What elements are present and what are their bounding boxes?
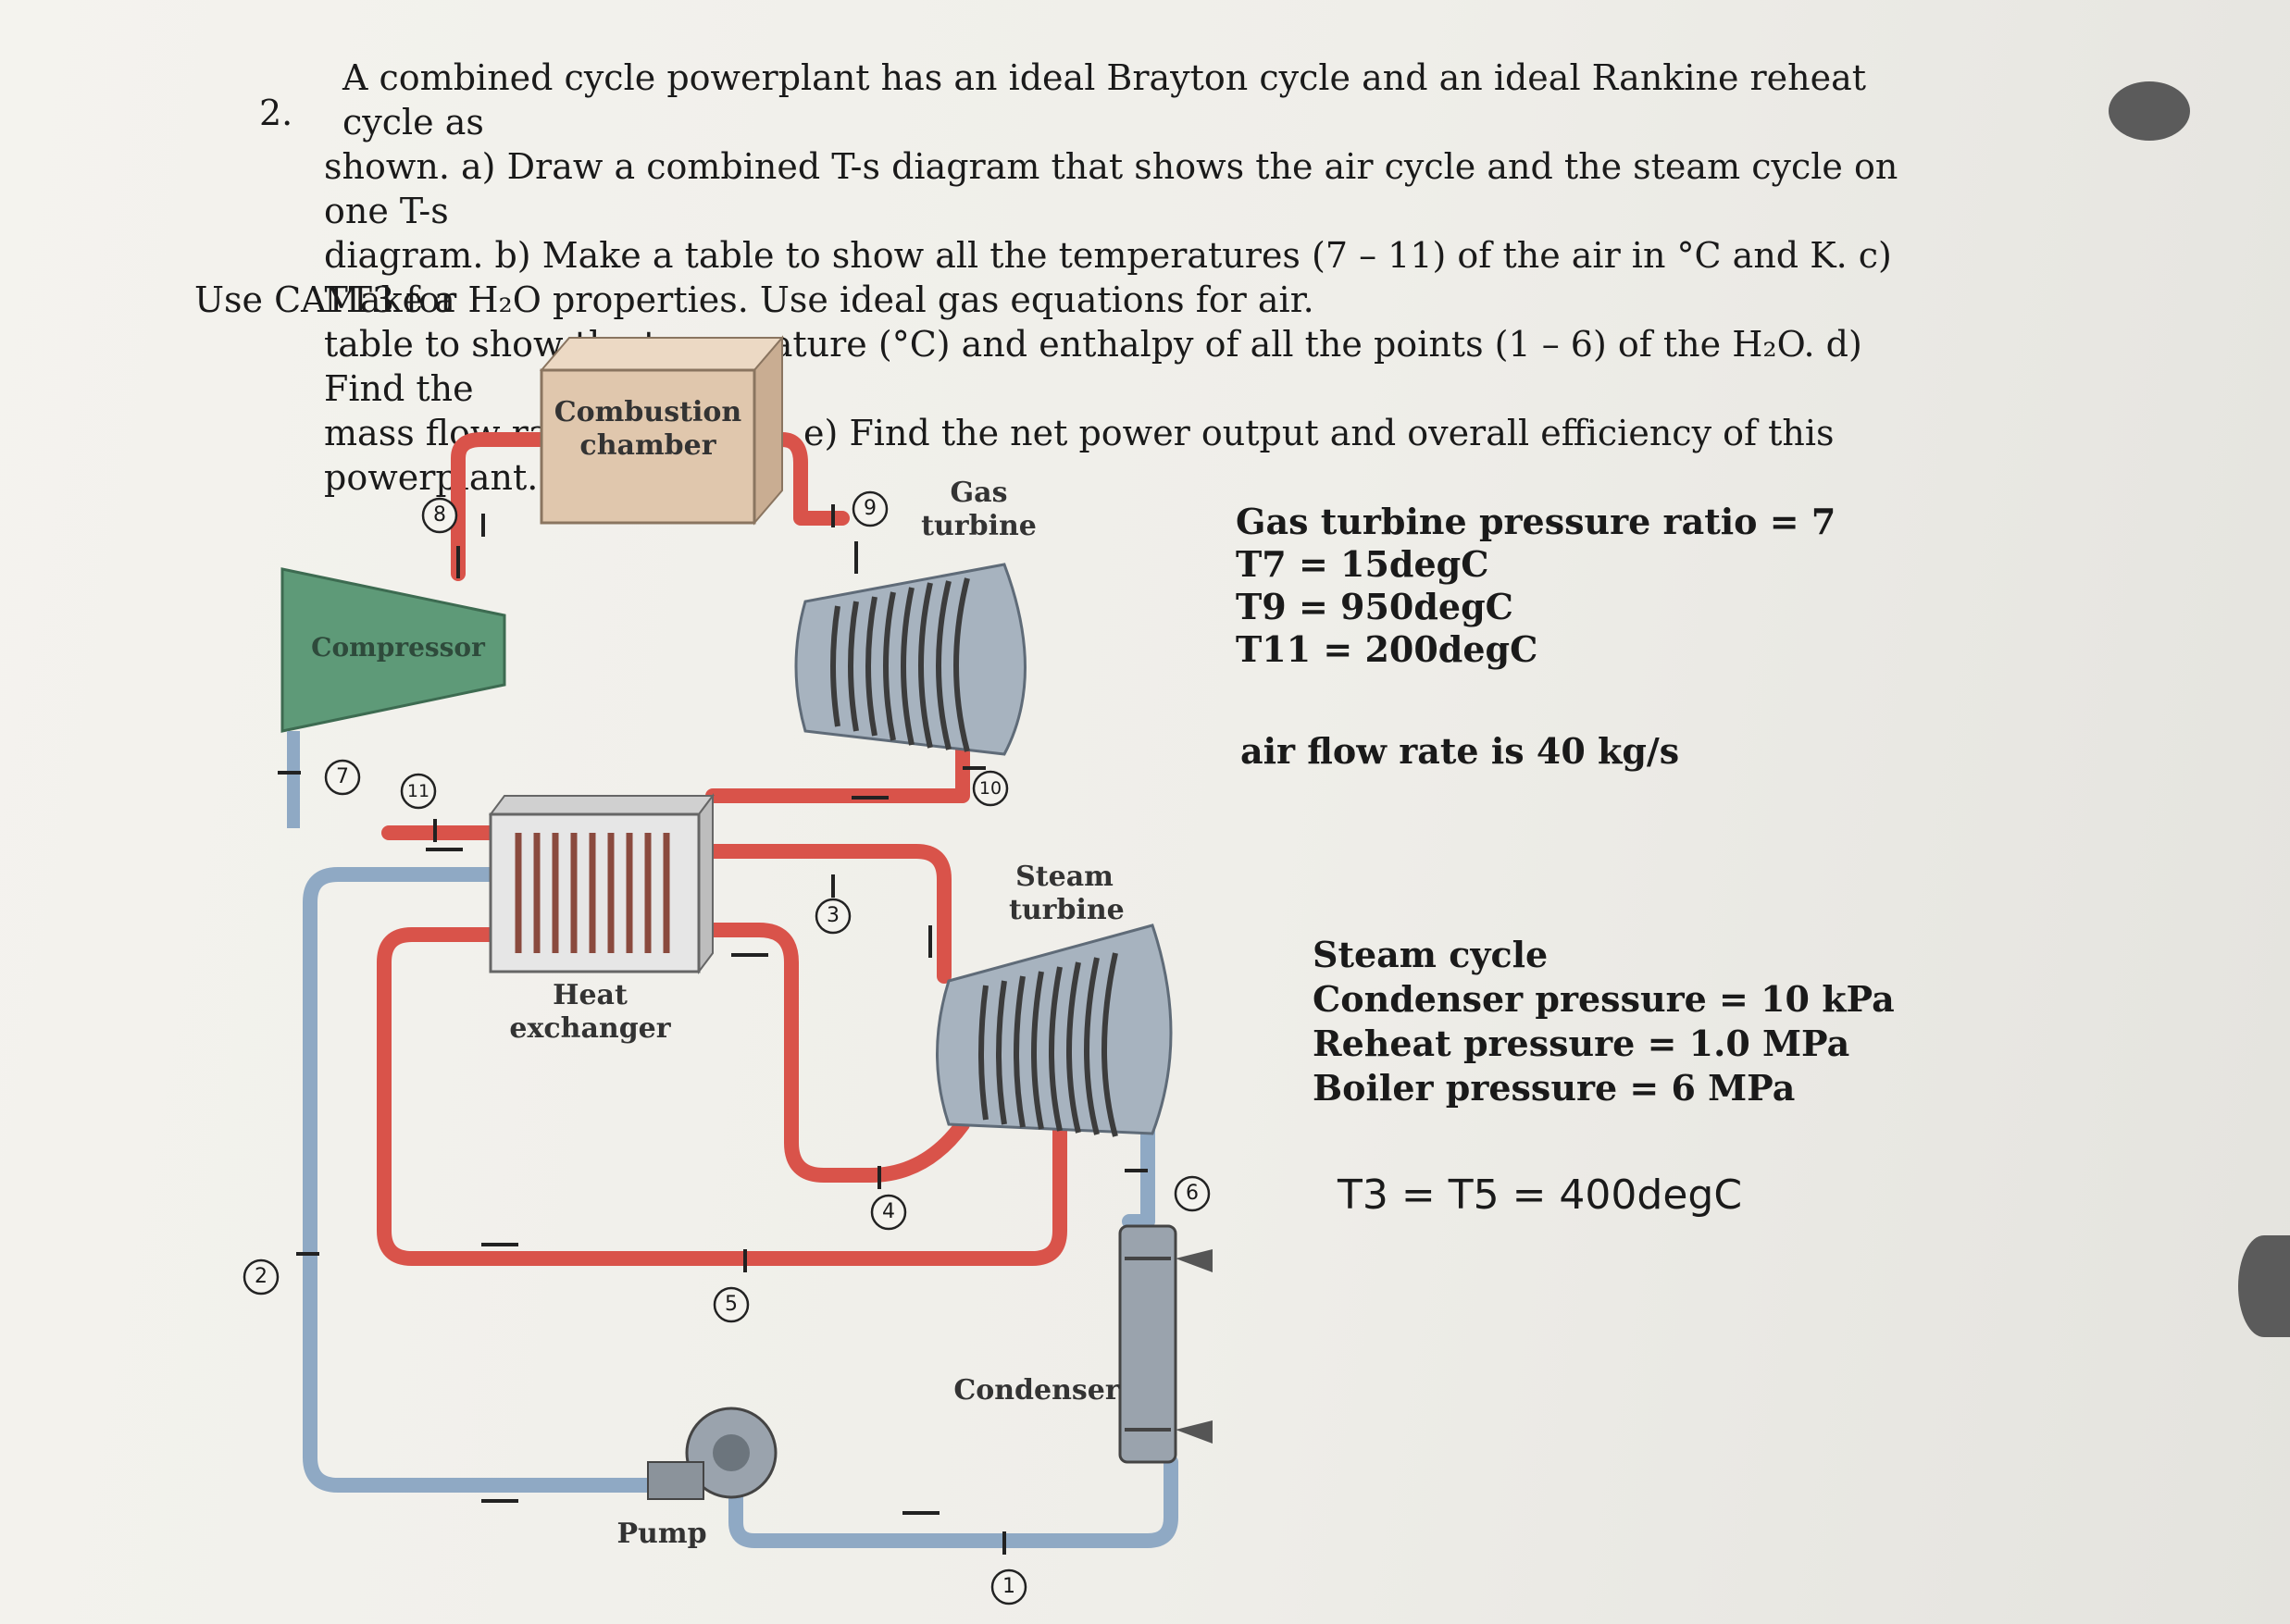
gas-turbine-blades bbox=[830, 577, 970, 752]
state-point-2 bbox=[243, 1258, 280, 1295]
state-label-11: 11 bbox=[406, 781, 430, 801]
label-condenser: Condenser bbox=[953, 1374, 1120, 1407]
hx-top bbox=[489, 795, 715, 815]
compressor-inlet bbox=[287, 731, 300, 828]
problem-line-3: diagram. b) Make a table to show all the… bbox=[324, 235, 1892, 320]
state-point-4 bbox=[870, 1194, 907, 1231]
problem-number: 2. bbox=[259, 93, 293, 133]
pipe-2-to-hx bbox=[303, 867, 674, 1493]
label-combustion-chamber: Combustion chamber bbox=[554, 396, 742, 462]
pipe-10-to-hx bbox=[705, 742, 970, 803]
label-gas-turbine: Gas turbine bbox=[921, 477, 1037, 542]
steam-cycle-title: Steam cycle bbox=[1313, 934, 1549, 975]
pipe-hx-to-3 bbox=[705, 844, 952, 984]
steam-turbine-blades bbox=[978, 952, 1118, 1137]
state-point-9 bbox=[852, 490, 889, 527]
combustion-top bbox=[539, 337, 785, 371]
compressor bbox=[280, 567, 506, 733]
reheat-pressure: Reheat pressure = 1.0 MPa bbox=[1313, 1023, 1850, 1064]
gas-t11: T11 = 200degC bbox=[1236, 628, 1538, 670]
problem-last-line: Use CATT3 for H₂O properties. Use ideal … bbox=[194, 279, 1314, 320]
state-point-7 bbox=[324, 759, 361, 796]
condenser bbox=[1118, 1224, 1177, 1464]
state-label-9: 9 bbox=[864, 497, 877, 520]
hx-tubes bbox=[515, 833, 670, 953]
state-point-6 bbox=[1174, 1175, 1211, 1212]
label-pump: Pump bbox=[616, 1518, 707, 1550]
state-point-11 bbox=[400, 773, 437, 810]
problem-line-1: A combined cycle powerplant has an ideal… bbox=[342, 57, 1867, 143]
state-point-8 bbox=[421, 497, 458, 534]
air-flow-rate: air flow rate is 40 kg/s bbox=[1240, 730, 1680, 772]
state-label-4: 4 bbox=[882, 1200, 895, 1223]
binder-hole-top bbox=[2109, 81, 2190, 141]
state-label-2: 2 bbox=[255, 1265, 268, 1288]
state-label-1: 1 bbox=[1002, 1575, 1015, 1598]
hx-side bbox=[698, 793, 714, 974]
state-label-3: 3 bbox=[827, 904, 840, 927]
pipe-hx-to-5-loop bbox=[377, 927, 1067, 1266]
state-label-5: 5 bbox=[725, 1293, 738, 1316]
state-label-7: 7 bbox=[336, 765, 349, 788]
combustion-side bbox=[753, 335, 783, 526]
gas-pressure-ratio: Gas turbine pressure ratio = 7 bbox=[1236, 501, 1836, 542]
problem-footer: Use CATT3 for H₂O properties. Use ideal … bbox=[180, 278, 1384, 322]
pump bbox=[647, 1407, 778, 1500]
state-point-5 bbox=[713, 1286, 750, 1323]
state-point-3 bbox=[815, 898, 852, 935]
boiler-pressure: Boiler pressure = 6 MPa bbox=[1313, 1067, 1796, 1109]
state-label-6: 6 bbox=[1186, 1182, 1199, 1205]
binder-hole-bottom bbox=[2238, 1235, 2290, 1337]
state-label-8: 8 bbox=[433, 503, 446, 527]
condenser-cooling-out bbox=[1176, 1420, 1213, 1444]
label-heat-exchanger: Heat exchanger bbox=[509, 979, 671, 1045]
pipe-6-to-condenser bbox=[1122, 1103, 1155, 1229]
state-point-10 bbox=[972, 770, 1009, 807]
condenser-cooling-in bbox=[1176, 1249, 1213, 1272]
combustion-chamber bbox=[540, 368, 756, 525]
label-steam-turbine: Steam turbine bbox=[1009, 861, 1125, 926]
t3-t5: T3 = T5 = 400degC bbox=[1338, 1172, 1743, 1219]
pipe-8-to-combustion bbox=[451, 432, 549, 581]
state-point-1 bbox=[990, 1568, 1027, 1605]
pipe-4-to-hx bbox=[705, 923, 970, 1183]
problem-line-2: shown. a) Draw a combined T-s diagram th… bbox=[324, 146, 1898, 231]
gas-t7: T7 = 15degC bbox=[1236, 543, 1489, 585]
label-compressor: Compressor bbox=[311, 632, 485, 663]
pipe-condenser-to-pump bbox=[728, 1455, 1178, 1548]
gas-t9: T9 = 950degC bbox=[1236, 586, 1513, 627]
condenser-pressure: Condenser pressure = 10 kPa bbox=[1313, 978, 1895, 1020]
state-label-10: 10 bbox=[978, 778, 1002, 799]
